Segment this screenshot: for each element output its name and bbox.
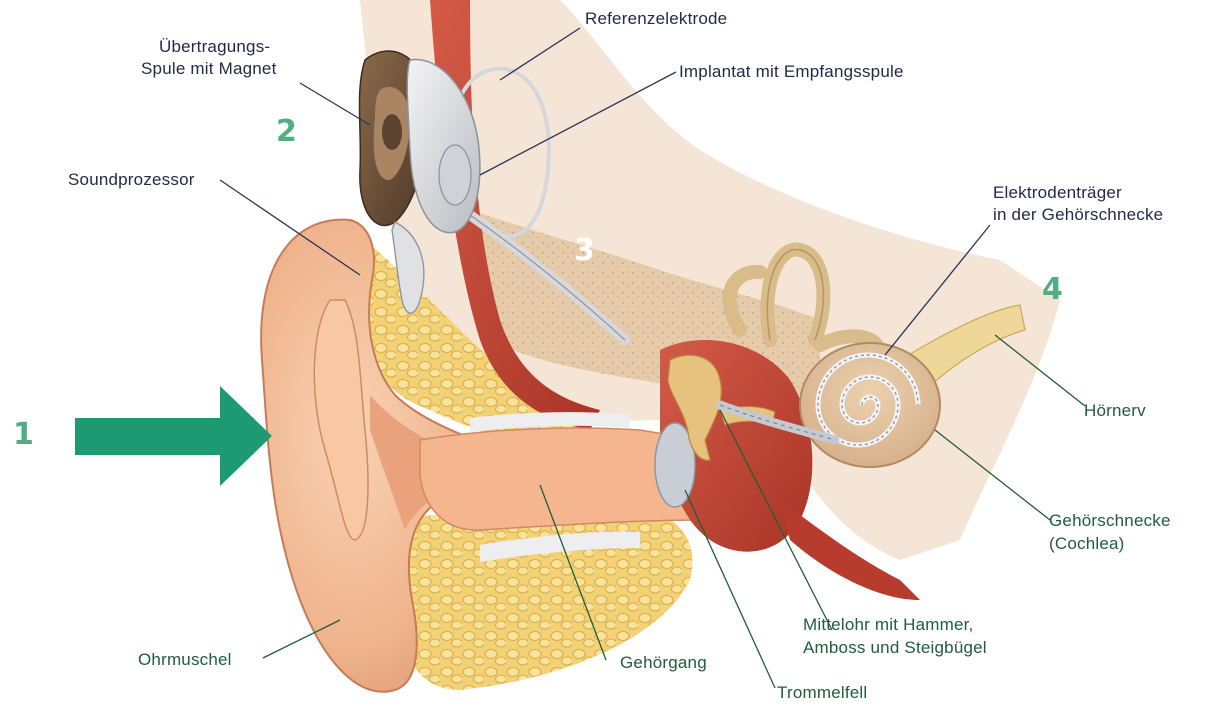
label-ohrmuschel: Ohrmuschel <box>138 650 232 670</box>
number-3: 3 <box>574 234 595 268</box>
label-implantat: Implantat mit Empfangsspule <box>679 62 904 82</box>
number-2: 2 <box>276 115 297 149</box>
label-mittelohr-line2: Amboss und Steigbügel <box>803 638 987 658</box>
label-elektrodentraeger-line1: Elektrodenträger <box>993 183 1122 203</box>
label-gehoergang: Gehörgang <box>620 653 707 673</box>
label-uebertragungsspule-line1: Übertragungs- <box>159 37 270 57</box>
label-mittelohr-line1: Mittelohr mit Hammer, <box>803 615 973 635</box>
label-referenzelektrode: Referenzelektrode <box>585 9 727 29</box>
number-1: 1 <box>13 418 34 452</box>
label-trommelfell: Trommelfell <box>777 683 867 703</box>
cochlea-icon <box>800 343 940 467</box>
label-uebertragungsspule-line2: Spule mit Magnet <box>141 59 277 79</box>
label-gehoerschnecke-line1: Gehörschnecke <box>1049 511 1171 531</box>
arrow-right-icon <box>75 386 272 486</box>
label-gehoerschnecke-line2: (Cochlea) <box>1049 534 1125 554</box>
label-elektrodentraeger-line2: in der Gehörschnecke <box>993 205 1163 225</box>
label-soundprozessor: Soundprozessor <box>68 170 195 190</box>
number-4: 4 <box>1042 273 1063 307</box>
label-hoernerv: Hörnerv <box>1084 401 1146 421</box>
